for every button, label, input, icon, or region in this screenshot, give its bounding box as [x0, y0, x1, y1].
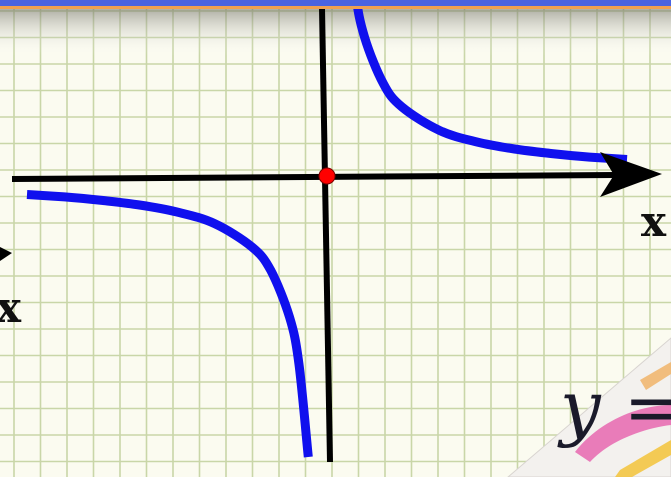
x-axis [0, 152, 662, 261]
x-axis-label-left: x [0, 283, 22, 332]
series-line-2 [26, 190, 313, 458]
top-bar [0, 0, 671, 8]
origin-marker [318, 167, 336, 185]
formula-fragment: y = [557, 365, 671, 449]
series-line-1 [351, 0, 628, 164]
top-shadow [0, 8, 671, 56]
x-axis-label: x [641, 197, 667, 246]
y-axis [319, 7, 333, 463]
x-axis-arrowhead [600, 152, 662, 197]
x-axis-line [11, 172, 616, 182]
corner-decoration [507, 337, 671, 477]
top-bar-edge [0, 6, 671, 9]
y-axis-line [319, 7, 333, 463]
left-arrowhead [0, 247, 12, 261]
series-group [26, 0, 628, 458]
